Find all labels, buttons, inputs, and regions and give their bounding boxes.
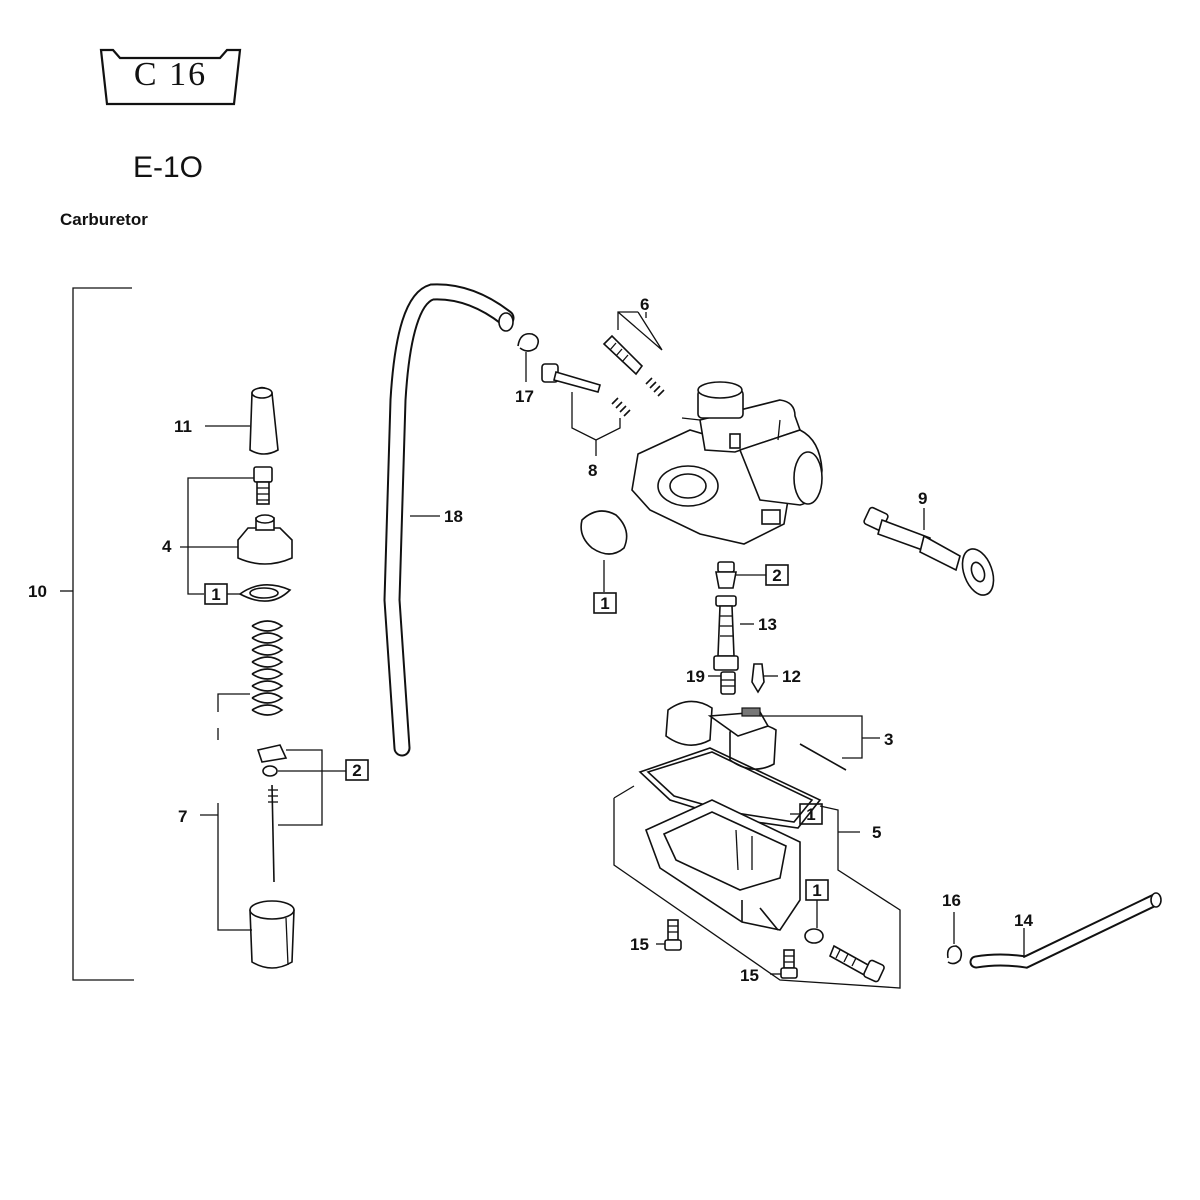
part-air-screw [602, 334, 665, 397]
boxed-ref-1 [799, 803, 823, 825]
part-throttle-spring [251, 620, 284, 716]
callout-19: 19 [686, 667, 705, 686]
part-float-needle [751, 663, 765, 694]
boxed-label-2: 2 [772, 566, 781, 585]
callout-18: 18 [444, 507, 463, 526]
part-overflow-tube [969, 892, 1162, 969]
part-mixing-chamber-top [237, 514, 293, 565]
part-throttle-stop-screw [541, 363, 631, 417]
part-main-jet [720, 671, 736, 695]
callout-4: 4 [162, 537, 172, 556]
part-screw-15b [780, 949, 798, 979]
callout-8: 8 [588, 461, 597, 480]
part-carburetor-body [631, 381, 823, 545]
boxed-label-1: 1 [211, 585, 220, 604]
part-cap [249, 386, 279, 455]
part-float-chamber [644, 799, 801, 931]
boxed-label-2: 2 [352, 761, 361, 780]
part-tube-clip [517, 332, 540, 352]
part-needle-jet [715, 561, 737, 589]
boxed-ref-2 [765, 564, 789, 586]
callout-16: 16 [942, 891, 961, 910]
callout-15: 15 [740, 966, 759, 985]
part-overflow-tube-clip [946, 945, 963, 965]
part-screw-15a [664, 919, 682, 951]
callout-10: 10 [28, 582, 47, 601]
callout-13: 13 [758, 615, 777, 634]
boxed-label-1: 1 [600, 594, 609, 613]
boxed-label-1: 1 [806, 805, 815, 824]
part-drain-screw [828, 944, 885, 983]
part-gasket [238, 584, 292, 602]
part-breather-tube [383, 283, 515, 757]
part-drain-o-ring [804, 928, 824, 944]
section-badge: C 16 [133, 56, 208, 93]
part-o-ring [580, 510, 628, 555]
part-throttle-slide [249, 900, 295, 969]
callout-14: 14 [1014, 911, 1033, 930]
callout-15: 15 [630, 935, 649, 954]
part-choke-plunger [863, 506, 995, 596]
section-badge-frame [99, 48, 242, 106]
callout-5: 5 [872, 823, 881, 842]
section-code: E-1O [133, 151, 204, 184]
part-adjuster-screw [253, 466, 273, 505]
boxed-label-1: 1 [812, 881, 821, 900]
part-needle-retainer [256, 744, 288, 883]
callout-17: 17 [515, 387, 534, 406]
callout-9: 9 [918, 489, 927, 508]
part-float [665, 700, 777, 770]
boxed-ref-2 [345, 759, 369, 781]
callout-11: 11 [174, 417, 192, 436]
part-float-chamber-gasket [638, 747, 822, 829]
callout-6: 6 [640, 295, 649, 314]
callout-3: 3 [884, 730, 893, 749]
callout-12: 12 [782, 667, 801, 686]
bracket-10 [60, 287, 134, 981]
callout-7: 7 [178, 807, 187, 826]
part-main-jet-holder [713, 595, 739, 671]
page-title: Carburetor [60, 210, 148, 229]
boxed-ref-1 [204, 583, 228, 605]
boxed-ref-1 [593, 592, 617, 614]
